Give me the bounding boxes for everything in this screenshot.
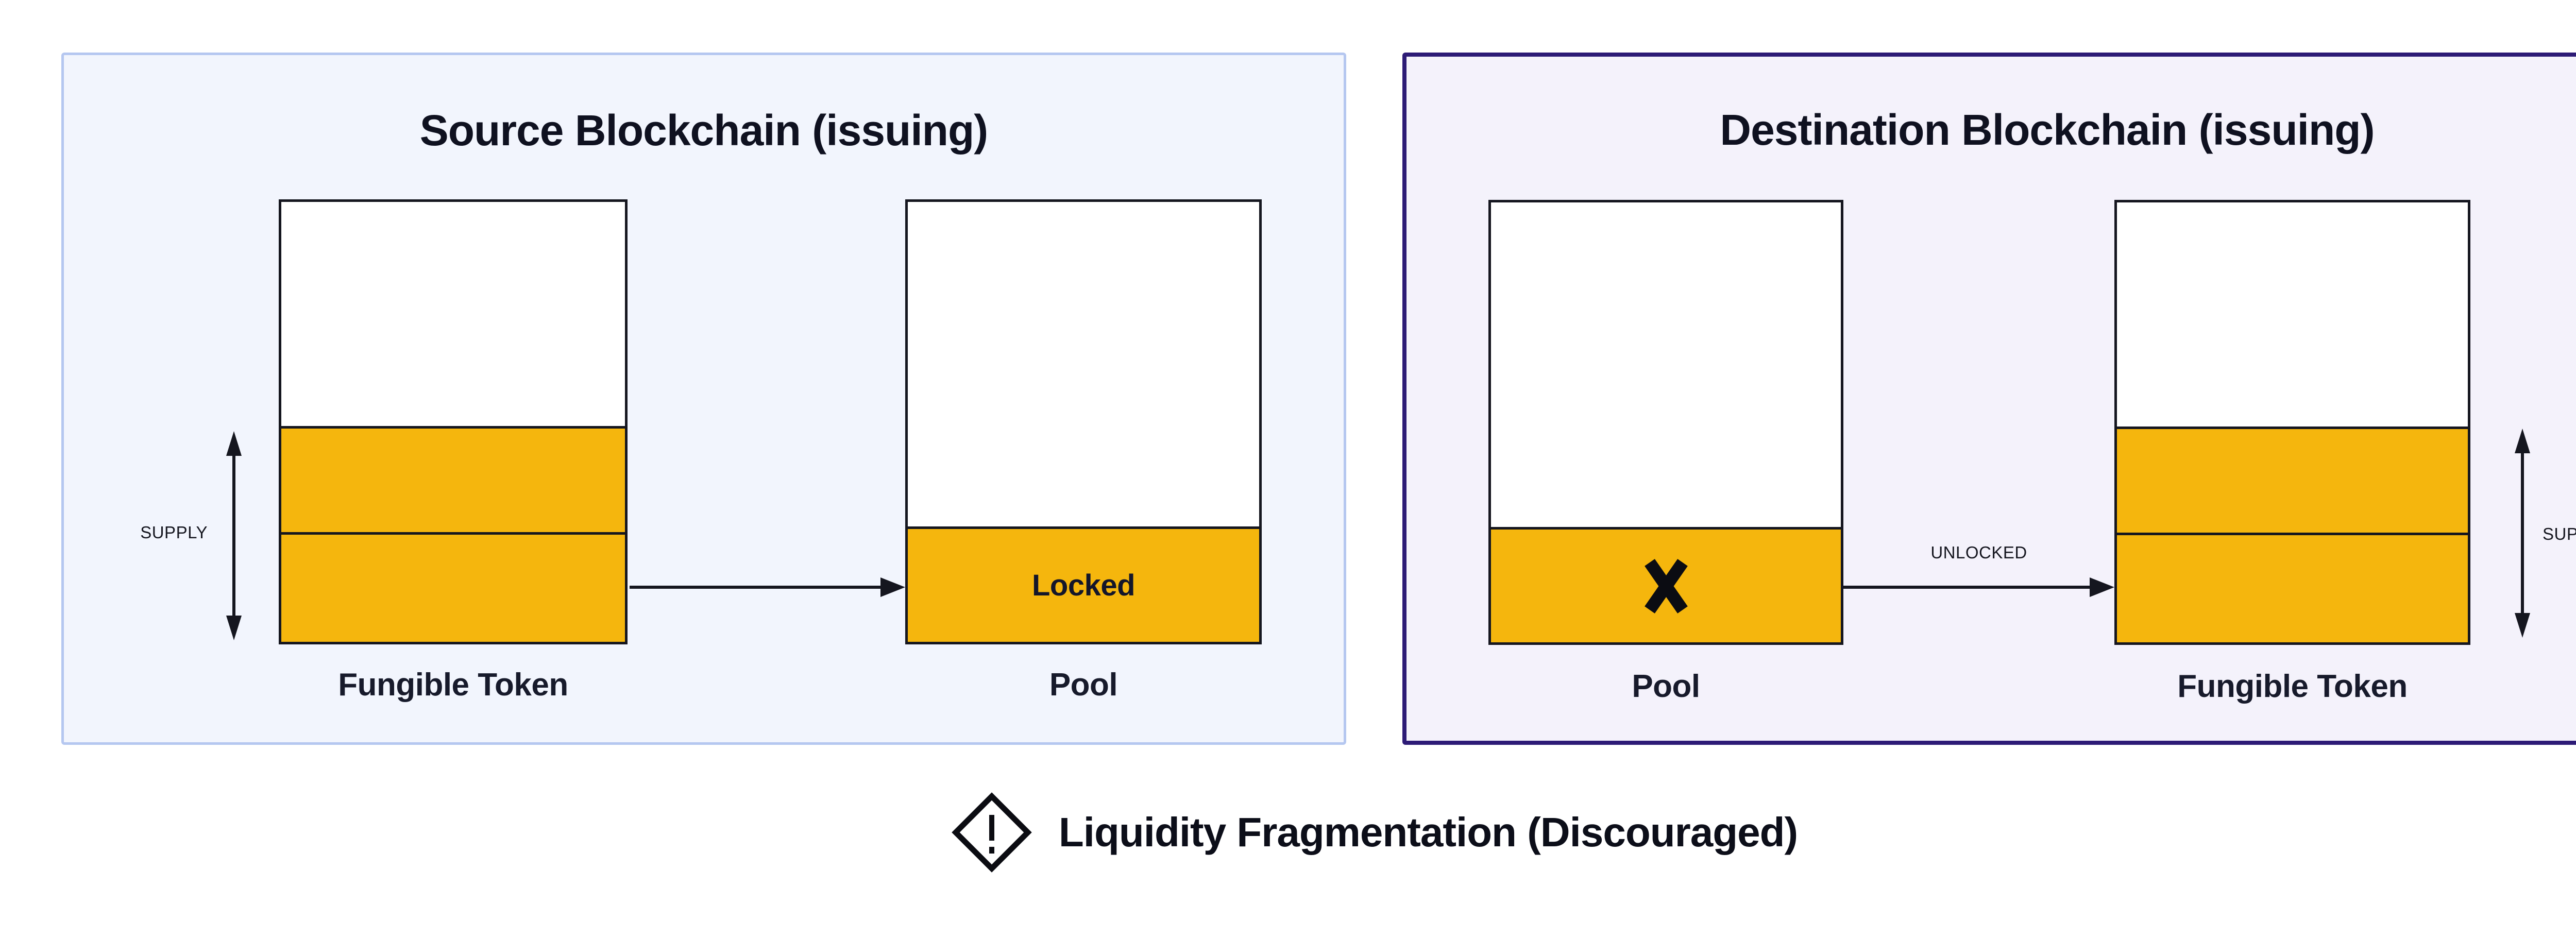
source-fungible-token-bar <box>279 199 628 644</box>
lock-transfer-arrow-icon <box>630 577 905 597</box>
destination-fungible-token-label: Fungible Token <box>2177 669 2408 704</box>
alert-diamond-icon <box>952 792 1032 873</box>
source-panel-title: Source Blockchain (issuing) <box>419 106 989 155</box>
source-pool-bar: Locked <box>905 199 1262 644</box>
unlocked-arrow-label: UNLOCKED <box>1930 543 2027 562</box>
cross-icon <box>1644 558 1688 613</box>
source-supply-label: SUPPLY <box>140 523 208 542</box>
caption-row: Liquidity Fragmentation (Discouraged) <box>0 792 2576 873</box>
source-fungible-token-label: Fungible Token <box>338 667 568 703</box>
destination-fungible-token-bar <box>2114 200 2470 645</box>
bar-empty-segment <box>1491 202 1841 527</box>
destination-pool-bar <box>1488 200 1843 645</box>
bar-supply-segment-lower <box>281 532 625 642</box>
supply-range-arrow-icon <box>226 431 242 640</box>
bar-locked-segment: Locked <box>908 526 1259 642</box>
source-blockchain-panel: Source Blockchain (issuing) SUPPLY Locke… <box>61 53 1346 745</box>
supply-range-arrow-icon <box>2515 429 2530 638</box>
caption-text: Liquidity Fragmentation (Discouraged) <box>1058 809 1798 855</box>
destination-pool-label: Pool <box>1632 669 1700 704</box>
bar-empty-segment <box>908 202 1259 526</box>
bar-supply-segment-lower <box>2117 533 2468 642</box>
bar-supply-segment-upper <box>2117 427 2468 533</box>
source-pool-label: Pool <box>1049 667 1118 703</box>
bar-empty-segment <box>281 202 625 426</box>
locked-label: Locked <box>1031 569 1136 602</box>
bar-empty-segment <box>2117 202 2468 427</box>
bar-unlocked-segment <box>1491 527 1841 642</box>
destination-panel-title: Destination Blockchain (issuing) <box>1720 106 2375 154</box>
destination-supply-label: SUPPLY <box>2543 524 2576 543</box>
unlock-transfer-arrow-icon <box>1843 577 2114 597</box>
destination-blockchain-panel: Destination Blockchain (issuing) UNLOCKE… <box>1402 53 2576 745</box>
bar-supply-segment-upper <box>281 426 625 532</box>
